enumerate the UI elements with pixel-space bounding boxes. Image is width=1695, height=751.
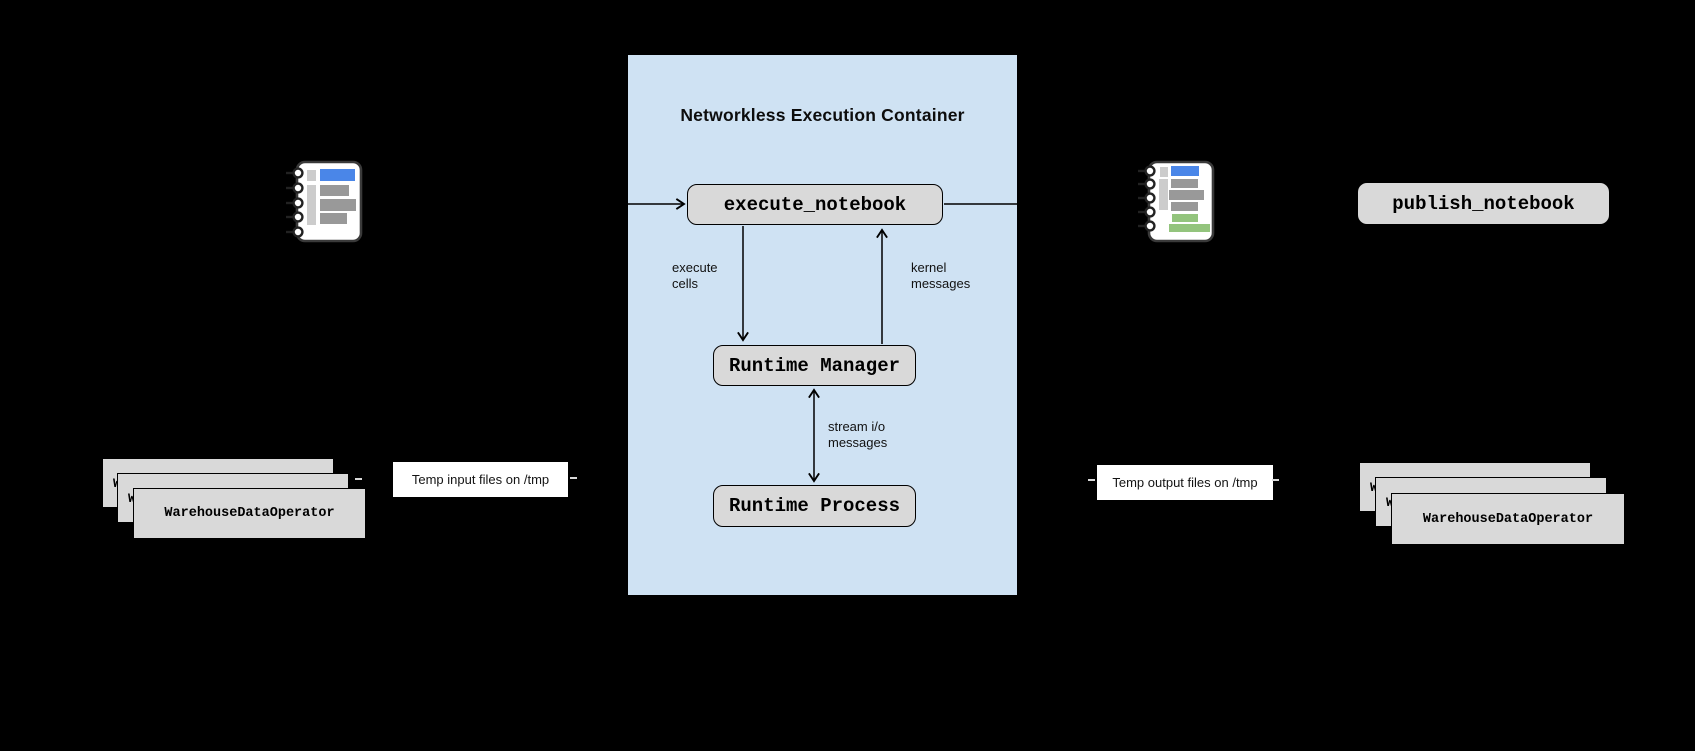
connector-stub xyxy=(1272,479,1279,481)
execution-container: Networkless Execution Container execute_… xyxy=(628,55,1017,595)
runtime-manager-node: Runtime Manager xyxy=(713,345,916,386)
publish-notebook-node: publish_notebook xyxy=(1357,182,1610,225)
execute-cells-edge-label: execute cells xyxy=(672,260,718,291)
container-title: Networkless Execution Container xyxy=(680,105,965,125)
connector-stub xyxy=(1088,479,1095,481)
temp-output-files-label: Temp output files on /tmp xyxy=(1097,465,1273,500)
stream-io-edge-label: stream i/o messages xyxy=(828,419,888,450)
kernel-messages-edge-label: kernel messages xyxy=(911,260,971,291)
connector-stub xyxy=(355,478,362,480)
warehouse-operator-card-front: WarehouseDataOperator xyxy=(1391,493,1625,545)
output-notebook-icon xyxy=(1136,155,1220,250)
temp-input-files-label: Temp input files on /tmp xyxy=(393,462,568,497)
execute-notebook-node: execute_notebook xyxy=(687,184,943,225)
connector-stub xyxy=(570,477,577,479)
input-notebook-icon xyxy=(283,155,367,250)
runtime-process-node: Runtime Process xyxy=(713,485,916,527)
warehouse-operator-card-front: WarehouseDataOperator xyxy=(133,488,366,539)
